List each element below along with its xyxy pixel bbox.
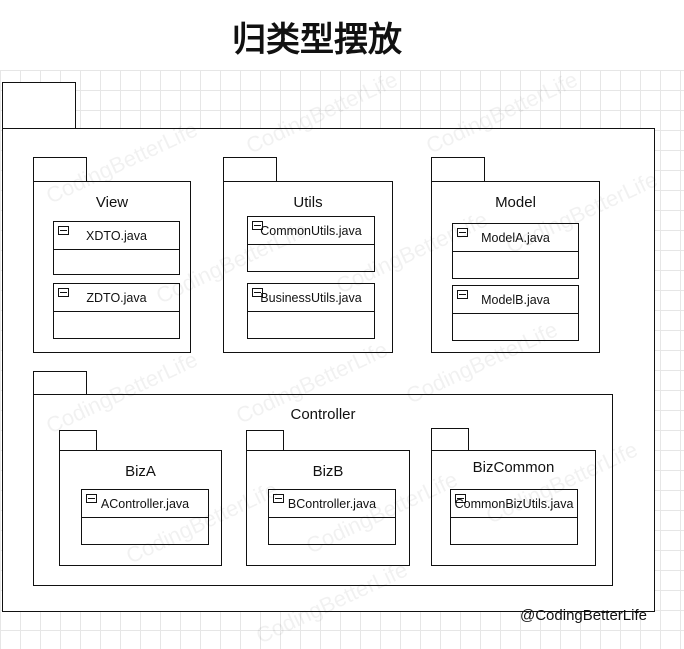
model-package: Model ModelA.java ModelB.java bbox=[431, 181, 600, 353]
class-name: BusinessUtils.java bbox=[248, 284, 374, 312]
class-zdto: ZDTO.java bbox=[53, 283, 180, 339]
class-icon bbox=[455, 494, 466, 503]
package-label: View bbox=[95, 194, 129, 211]
biza-package: BizA AController.java bbox=[59, 450, 222, 566]
class-businessutils: BusinessUtils.java bbox=[247, 283, 375, 339]
class-name: AController.java bbox=[82, 490, 208, 518]
author-credit: @CodingBetterLife bbox=[520, 607, 647, 624]
class-icon bbox=[58, 226, 69, 235]
bizcommon-package: BizCommon CommonBizUtils.java bbox=[431, 450, 596, 566]
class-icon bbox=[86, 494, 97, 503]
class-commonbizutils: CommonBizUtils.java bbox=[450, 489, 578, 545]
class-icon bbox=[457, 290, 468, 299]
package-label: Controller bbox=[290, 406, 356, 423]
class-name: ModelB.java bbox=[453, 286, 578, 314]
title-band bbox=[0, 0, 684, 70]
class-name: ModelA.java bbox=[453, 224, 578, 252]
class-name: CommonBizUtils.java bbox=[451, 490, 577, 518]
package-label: BizCommon bbox=[472, 459, 555, 476]
class-acontroller: AController.java bbox=[81, 489, 209, 545]
biza-package-tab bbox=[59, 430, 97, 452]
bizcommon-package-tab bbox=[431, 428, 469, 452]
package-label: Utils bbox=[293, 194, 323, 211]
class-icon bbox=[273, 494, 284, 503]
class-name: BController.java bbox=[269, 490, 395, 518]
package-label: BizA bbox=[125, 463, 156, 480]
class-name: XDTO.java bbox=[54, 222, 179, 250]
class-name: ZDTO.java bbox=[54, 284, 179, 312]
class-name: CommonUtils.java bbox=[248, 217, 374, 245]
class-modela: ModelA.java bbox=[452, 223, 579, 279]
utils-package: Utils CommonUtils.java BusinessUtils.jav… bbox=[223, 181, 393, 353]
model-package-tab bbox=[431, 157, 485, 183]
bizb-package: BizB BController.java bbox=[246, 450, 410, 566]
class-bcontroller: BController.java bbox=[268, 489, 396, 545]
page-title: 归类型摆放 bbox=[232, 20, 402, 60]
class-xdto: XDTO.java bbox=[53, 221, 180, 275]
package-label: Model bbox=[495, 194, 536, 211]
class-icon bbox=[252, 221, 263, 230]
bizb-package-tab bbox=[246, 430, 284, 452]
package-label: BizB bbox=[312, 463, 344, 480]
controller-package-tab bbox=[33, 371, 87, 397]
class-icon bbox=[252, 288, 263, 297]
view-package: View XDTO.java ZDTO.java bbox=[33, 181, 191, 353]
class-commonutils: CommonUtils.java bbox=[247, 216, 375, 272]
view-package-tab bbox=[33, 157, 87, 183]
outer-package-tab bbox=[2, 82, 76, 132]
class-modelb: ModelB.java bbox=[452, 285, 579, 341]
class-icon bbox=[58, 288, 69, 297]
class-icon bbox=[457, 228, 468, 237]
utils-package-tab bbox=[223, 157, 277, 183]
